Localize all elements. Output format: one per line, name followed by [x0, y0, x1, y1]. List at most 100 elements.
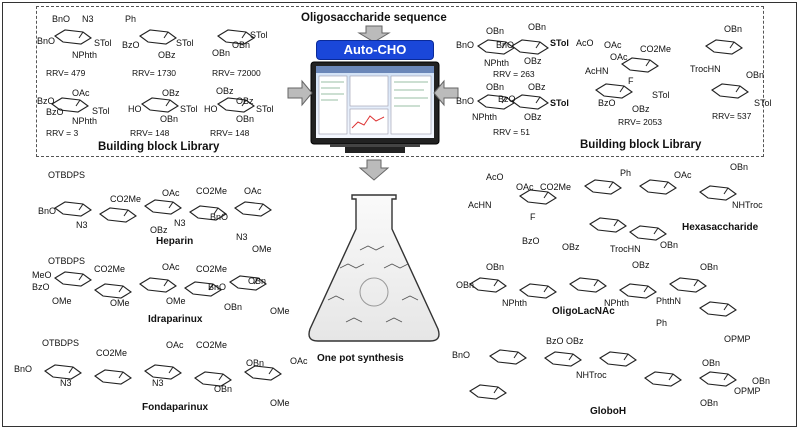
sugar-ring [234, 201, 272, 217]
structure-label: OAc [244, 186, 262, 196]
sugar-ring [705, 39, 743, 55]
structure-label: BnO [14, 364, 33, 374]
structure-label: OAc [162, 262, 180, 272]
structure-label: STol [256, 104, 274, 114]
structure-label: OMe [270, 398, 290, 408]
structure-label: BnO [452, 350, 471, 360]
structure-label: NHTroc [732, 200, 763, 210]
structure-label: OBz [150, 225, 168, 235]
structure-label: NHTroc [576, 370, 607, 380]
structure-label: OBn [456, 280, 475, 290]
structure-label: BzO [46, 107, 64, 117]
structure-label: OBz [524, 56, 542, 66]
sugar-ring [519, 189, 557, 205]
sugar-ring [669, 277, 707, 293]
sugar-ring [511, 94, 549, 110]
structure-label: STol [550, 98, 569, 108]
compound-name: Idraparinux [148, 314, 203, 325]
structure-label: STol [180, 104, 198, 114]
compound-name: GloboH [590, 406, 627, 417]
structure-label: N3 [60, 378, 72, 388]
structure-label: OBn [752, 376, 771, 386]
rrv-value: RRV= 148 [130, 128, 170, 138]
structure-label: OBz [158, 50, 176, 60]
sugar-ring [54, 29, 92, 45]
structure-label: CO2Me [196, 264, 228, 274]
library-right-title: Building block Library [580, 139, 702, 151]
structure-label: OAc [162, 188, 180, 198]
structure-label: BzO [598, 98, 616, 108]
structure-label: NPhth [72, 50, 98, 60]
structure-label: NPhth [72, 116, 98, 126]
sugar-ring [54, 271, 92, 287]
compound-name: Hexasaccharide [682, 222, 759, 233]
structure-label: BnO [208, 282, 227, 292]
sugar-ring [139, 29, 177, 45]
rrv-value: RRV= 148 [210, 128, 250, 138]
structure-label: STol [176, 38, 194, 48]
sugar-ring [589, 217, 627, 233]
structure-label: BnO [52, 14, 71, 24]
structure-label: STol [550, 38, 569, 48]
structure-label: TrocHN [690, 64, 721, 74]
structure-label: BnO [496, 40, 515, 50]
structure-label: OTBDPS [48, 256, 86, 266]
sugar-ring [569, 277, 607, 293]
sugar-ring [54, 201, 92, 217]
structure-label: TrocHN [610, 244, 641, 254]
sugar-ring [141, 97, 179, 113]
sugar-ring [469, 384, 507, 400]
structure-label: OAc [674, 170, 692, 180]
structure-label: CO2Me [640, 44, 672, 54]
flask-icon [308, 194, 440, 342]
structure-label: NPhth [604, 298, 630, 308]
structure-label: OBn [528, 22, 547, 32]
structure-label: OBn [702, 358, 721, 368]
structure-label: OMe [166, 296, 186, 306]
structure-label: CO2Me [196, 340, 228, 350]
structure-label: OBz [524, 112, 542, 122]
structure-label: OAc [72, 88, 90, 98]
structure-label: N3 [174, 218, 186, 228]
structure-label: OBn [746, 70, 765, 80]
structure-label: OBn [730, 162, 749, 172]
structure-label: STol [92, 106, 110, 116]
structure-label: STol [754, 98, 772, 108]
structure-label: OAc [604, 40, 622, 50]
sugar-ring [599, 351, 637, 367]
structure-label: OAc [290, 356, 308, 366]
structure-label: OBz [566, 336, 584, 346]
flask-caption: One pot synthesis [317, 353, 404, 364]
structure-label: STol [652, 90, 670, 100]
structure-label: OBn [248, 276, 267, 286]
structure-label: NPhth [502, 298, 528, 308]
sugar-ring [99, 207, 137, 223]
rrv-value: RRV = 3 [46, 128, 79, 138]
structure-label: Ph [125, 14, 137, 24]
structure-label: CO2Me [196, 186, 228, 196]
rrv-value: RRV = 51 [493, 127, 530, 137]
sugar-ring [595, 83, 633, 99]
structure-label: OBn [486, 262, 505, 272]
structure-label: OTBDPS [48, 170, 86, 180]
sugar-ring [699, 371, 737, 387]
arrow-down-flask [358, 159, 390, 181]
structure-label: OBz [216, 86, 234, 96]
sugar-ring [584, 179, 622, 195]
structure-label: F [530, 212, 536, 222]
structure-label: OAc [166, 340, 184, 350]
rrv-value: RRV= 1730 [132, 68, 177, 78]
structure-label: OBn [700, 262, 719, 272]
structure-label: Ph [656, 318, 668, 328]
structure-label: OTBDPS [42, 338, 80, 348]
structure-label: HO [128, 104, 142, 114]
sequence-title: Oligosaccharide sequence [301, 12, 447, 24]
structure-label: BzO [498, 94, 516, 104]
library-panel-border [36, 6, 764, 157]
compound-name: Heparin [156, 236, 194, 247]
structure-label: AcHN [468, 200, 492, 210]
structure-label: OBn [236, 114, 255, 124]
structure-label: CO2Me [110, 194, 142, 204]
